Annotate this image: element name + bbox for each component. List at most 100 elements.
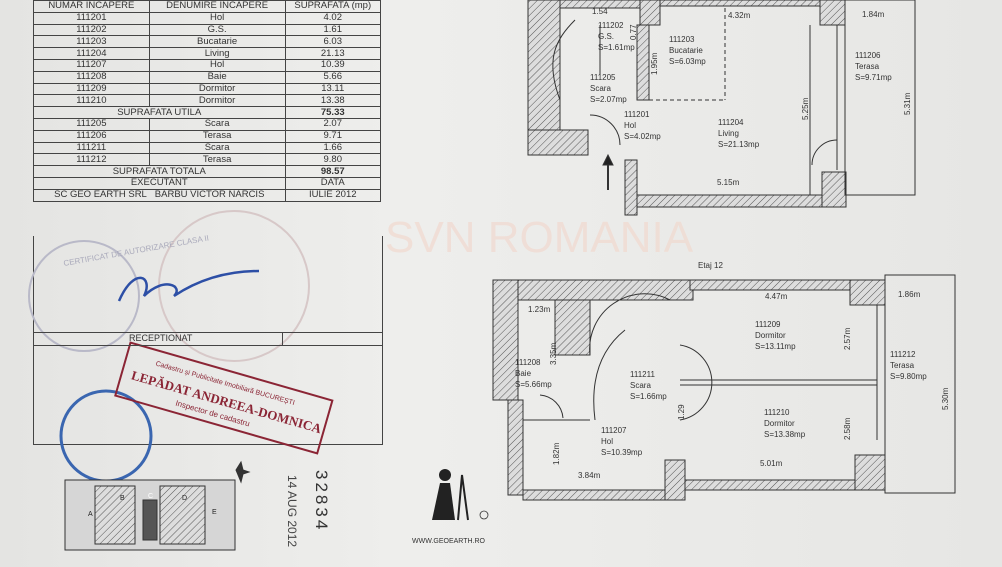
room-number: 111203 [33,35,150,49]
room-label: S=5.66mp [515,380,552,389]
room-label: 111208 [515,358,541,367]
room-name: Dormitor [148,82,286,96]
room-label: Hol [601,437,613,446]
authorization-seal [28,240,140,352]
room-label: 111204 [718,118,744,127]
room-label: Dormitor [764,419,795,428]
room-label: S=1.66mp [630,392,667,401]
useful-area-label: SUPRAFATA UTILA [33,106,286,119]
header-name: DENUMIRE INCAPERE [148,0,286,13]
room-label: 111207 [601,426,627,435]
dimension: 1.23m [528,305,551,314]
room-name: Terasa [148,129,286,143]
room-label: G.S. [598,32,614,41]
room-area: 21.13 [284,47,382,60]
receptionat-row: RECEPTIONAT [34,332,382,346]
room-number: 111206 [33,129,150,143]
dimension: 3.84m [578,471,601,480]
room-label: Bucatarie [669,46,703,55]
room-area: 2.07 [284,117,382,131]
stamps-signature: CERTIFICAT DE AUTORIZARE CLASA II Cadast… [28,210,334,483]
room-label: 111209 [755,320,781,329]
useful-area-value: 75.33 [284,106,382,119]
room-name: Hol [148,11,286,25]
dimension: 5.31m [903,92,912,115]
room-name: Baie [148,70,286,84]
room-label: Baie [515,369,532,378]
room-label: Terasa [890,361,915,370]
room-label: 111205 [590,73,616,82]
room-area: 13.38 [284,94,382,108]
room-number: 111205 [33,117,150,131]
dimension: 1.95m [650,52,659,75]
room-area: 1.61 [284,23,382,37]
room-label: 111202 [598,21,624,30]
dimension: 5.30m [941,387,950,410]
key-label: B [120,495,125,502]
room-area: 4.02 [284,11,382,25]
dimension: 1.86m [898,290,921,299]
room-label: S=9.71mp [855,73,892,82]
room-label: 111211 [630,370,655,379]
room-label: S=21.13mp [718,140,760,149]
room-number: 111201 [33,11,150,25]
room-label: 111201 [624,110,650,119]
total-area-value: 98.57 [284,165,382,178]
dimension: 1.84m [862,10,885,19]
dimension: 1.54 [592,7,608,16]
watermark: SVN ROMANIA [385,213,694,262]
dimension: 5.15m [717,178,740,187]
room-number: 111207 [33,58,150,72]
room-label: 111210 [764,408,790,417]
key-label: D [182,495,187,502]
room-number: 111208 [33,70,150,84]
floor-title: Etaj 12 [698,261,723,270]
room-label: S=10.39mp [601,448,643,457]
dimension: 4.32m [728,11,751,20]
dimension: 5.01m [760,459,783,468]
number-stamp: 32834 [312,470,331,532]
room-label: Dormitor [755,331,786,340]
date-label: DATA [284,176,382,190]
dimension: 3.35m [549,342,558,365]
room-label: Terasa [855,62,880,71]
dimension: 1.82m [552,442,561,465]
room-label: 111212 [890,350,916,359]
room-label: Scara [630,381,651,390]
room-area: 10.39 [284,58,382,72]
room-number: 111211 [33,141,150,155]
key-label: A [88,511,93,518]
key-plan: A B C D E [64,460,251,551]
room-number: 111212 [33,153,150,167]
room-label: S=13.11mp [755,342,796,351]
room-area: 9.71 [284,129,382,143]
room-name: Living [148,47,286,60]
room-label: Hol [624,121,636,130]
total-area-label: SUPRAFATA TOTALA [33,165,286,178]
room-number: 111210 [33,94,150,108]
upper-room-labels: 111202G.S.S=1.61mp111203BucatarieS=6.03m… [590,21,892,149]
company-name: SC GEO EARTH SRL [54,189,147,201]
website-text: WWW.GEOEARTH.RO [412,538,486,545]
north-arrow-icon [235,460,251,484]
room-label: Living [718,129,739,138]
room-number: 111204 [33,47,150,60]
dimension: 4.47m [765,292,788,301]
room-name: Scara [148,141,286,155]
dimension: 2.57m [843,327,852,350]
date-stamp: 14 AUG 2012 [285,475,299,547]
room-name: Scara [148,117,286,131]
